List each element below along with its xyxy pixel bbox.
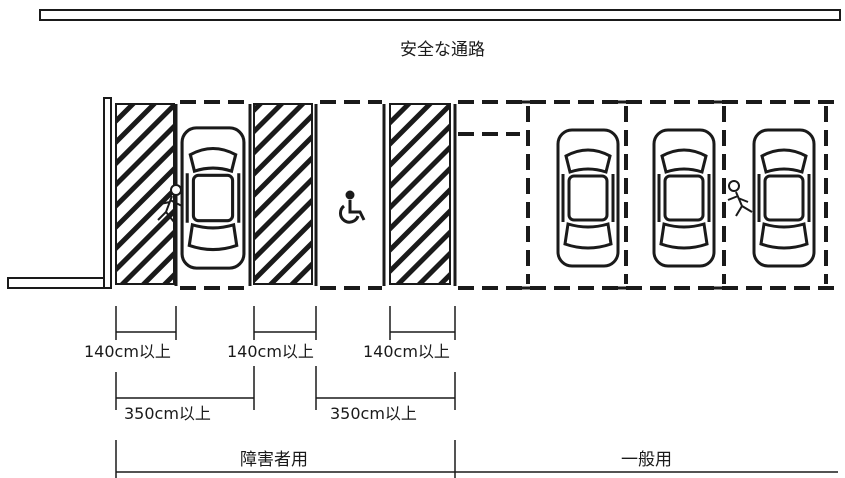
walking-person-icon xyxy=(157,184,183,223)
walkway-strip xyxy=(39,9,841,21)
car-icon xyxy=(556,128,620,268)
hatched-aisle-1 xyxy=(115,103,175,285)
walking-person-icon xyxy=(727,180,753,217)
wheelchair-icon xyxy=(339,190,366,224)
span-width-label-1: 350cm以上 xyxy=(124,404,211,423)
car-icon xyxy=(180,126,246,270)
stall-tick-marks xyxy=(518,100,734,290)
hatched-aisle-2 xyxy=(253,103,313,285)
aisle-width-label-2: 140cm以上 xyxy=(227,342,314,361)
zone-label-accessible: 障害者用 xyxy=(240,450,308,470)
hatched-aisle-3 xyxy=(389,103,451,285)
car-icon xyxy=(652,128,716,268)
span-width-label-2: 350cm以上 xyxy=(330,404,417,423)
zone-label-general: 一般用 xyxy=(621,450,672,470)
walkway-label: 安全な通路 xyxy=(400,40,485,60)
aisle-width-label-1: 140cm以上 xyxy=(84,342,171,361)
left-wall xyxy=(103,97,112,289)
dimension-lines xyxy=(115,306,838,478)
car-icon xyxy=(752,128,816,268)
left-curb xyxy=(7,277,105,289)
aisle-width-label-3: 140cm以上 xyxy=(363,342,450,361)
